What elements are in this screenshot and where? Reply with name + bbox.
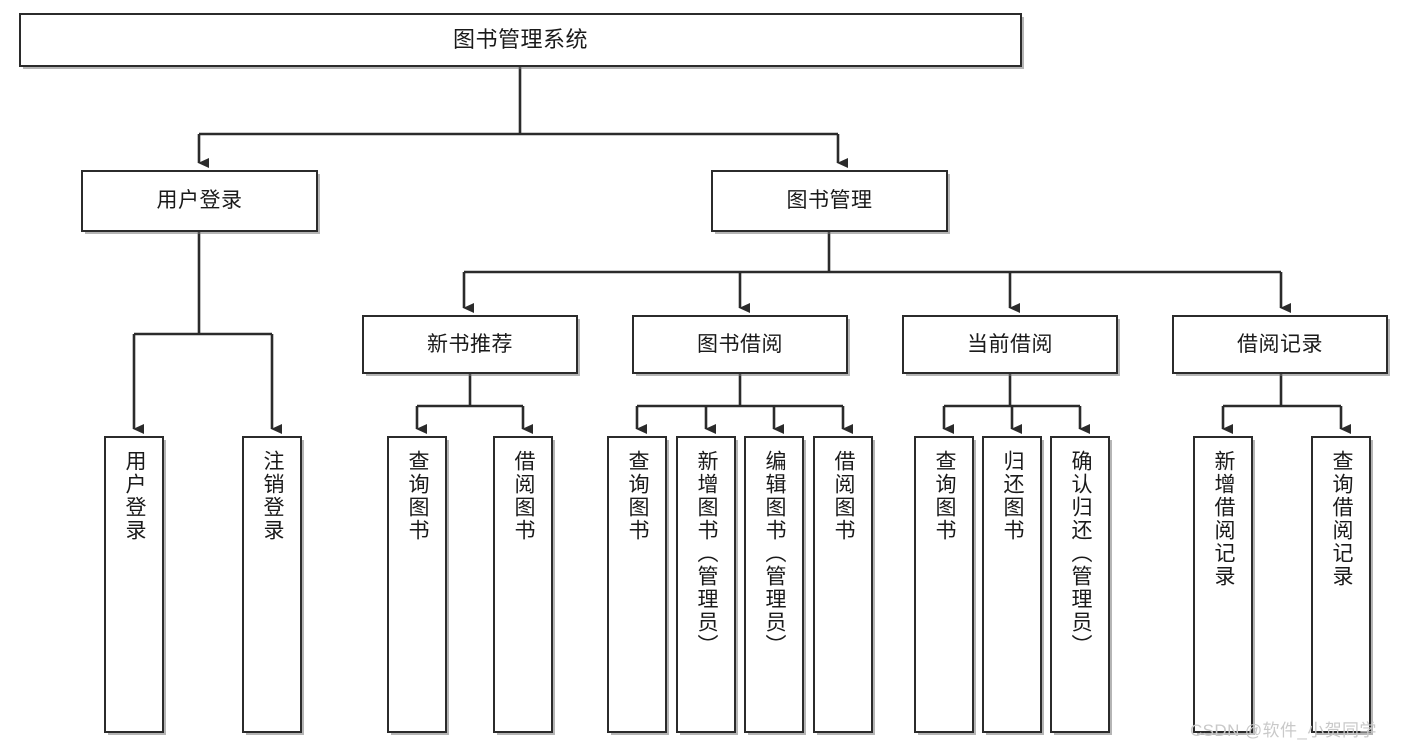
- node-user-login[interactable]: 用户登录: [81, 170, 318, 232]
- node-leaf-add-record[interactable]: 新增借阅记录: [1193, 436, 1253, 733]
- node-label: 注销登录: [261, 450, 285, 542]
- node-label: 图书管理: [786, 189, 873, 213]
- node-book-management[interactable]: 图书管理: [711, 170, 948, 232]
- node-book-borrow[interactable]: 图书借阅: [632, 315, 848, 374]
- node-leaf-confirm-return[interactable]: 确认归还（管理员）: [1050, 436, 1110, 733]
- node-label: 归还图书: [1001, 450, 1025, 542]
- node-leaf-user-logout[interactable]: 注销登录: [242, 436, 302, 733]
- node-leaf-query-book-3[interactable]: 查询图书: [914, 436, 974, 733]
- node-leaf-add-book[interactable]: 新增图书（管理员）: [676, 436, 736, 733]
- node-leaf-query-book-1[interactable]: 查询图书: [387, 436, 447, 733]
- node-label: 借阅图书: [832, 450, 856, 542]
- node-current-borrow[interactable]: 当前借阅: [902, 315, 1118, 374]
- node-label: 用户登录: [123, 450, 147, 542]
- node-label: 查询借阅记录: [1330, 450, 1354, 588]
- node-borrow-record[interactable]: 借阅记录: [1172, 315, 1388, 374]
- node-leaf-query-book-2[interactable]: 查询图书: [607, 436, 667, 733]
- node-leaf-edit-book[interactable]: 编辑图书（管理员）: [744, 436, 804, 733]
- node-leaf-query-record[interactable]: 查询借阅记录: [1311, 436, 1371, 733]
- node-new-book-recommend[interactable]: 新书推荐: [362, 315, 578, 374]
- node-label: 当前借阅: [967, 332, 1053, 356]
- node-label: 查询图书: [933, 450, 957, 542]
- node-leaf-borrow-book-1[interactable]: 借阅图书: [493, 436, 553, 733]
- node-leaf-return-book[interactable]: 归还图书: [982, 436, 1042, 733]
- node-label: 查询图书: [406, 450, 430, 542]
- node-label: 图书管理系统: [452, 26, 588, 52]
- node-label: 借阅图书: [512, 450, 536, 542]
- node-label: 借阅记录: [1237, 332, 1323, 356]
- node-label: 图书借阅: [697, 332, 783, 356]
- node-label: 确认归还（管理员）: [1069, 450, 1093, 657]
- node-leaf-borrow-book-2[interactable]: 借阅图书: [813, 436, 873, 733]
- node-label: 查询图书: [626, 450, 650, 542]
- node-label: 新增借阅记录: [1212, 450, 1236, 588]
- node-label: 编辑图书（管理员）: [763, 450, 787, 657]
- node-label: 用户登录: [156, 189, 243, 213]
- csdn-watermark: CSDN @软件_小贺同学: [1190, 721, 1377, 740]
- node-label: 新增图书（管理员）: [695, 450, 719, 657]
- node-leaf-user-login[interactable]: 用户登录: [104, 436, 164, 733]
- node-label: 新书推荐: [427, 332, 513, 356]
- node-root-book-management-system[interactable]: 图书管理系统: [19, 13, 1022, 67]
